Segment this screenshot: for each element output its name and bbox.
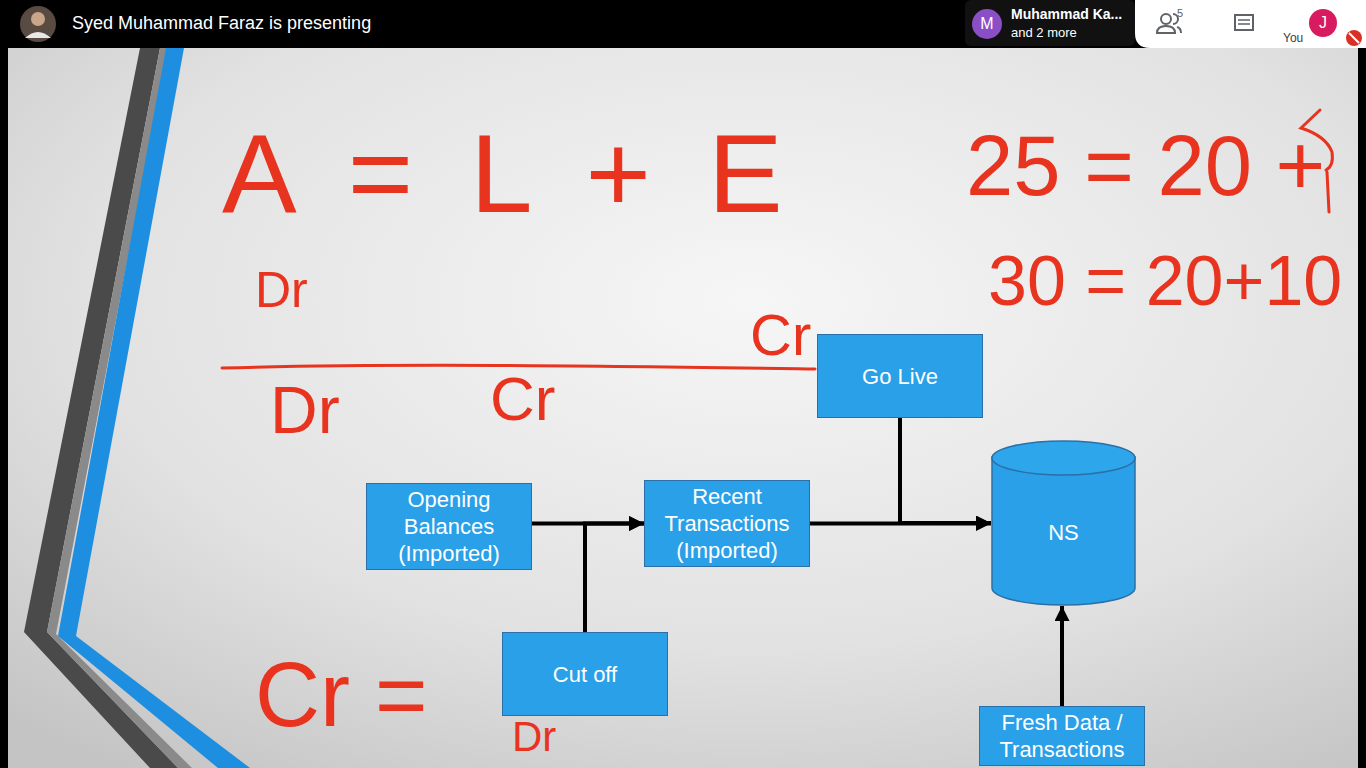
process-box: Cut off — [502, 632, 668, 716]
self-label: You — [1283, 32, 1303, 44]
cylinder-body — [992, 457, 1135, 605]
process-box: Recent Transactions (Imported) — [644, 480, 810, 567]
participant-pill — [965, 0, 1135, 46]
flow-arrow — [585, 524, 644, 633]
participant-name: Muhammad Ka... — [1011, 7, 1122, 21]
participant-avatar — [972, 9, 1002, 39]
participant-count: 5 — [1177, 8, 1183, 19]
box-label: Fresh Data / Transactions — [986, 709, 1138, 763]
milestone-box: Go Live — [817, 334, 983, 418]
presenter-avatar — [31, 12, 45, 26]
handwritten-note: Dr — [512, 716, 556, 758]
presenter-avatar — [20, 6, 56, 42]
box-label: Cut off — [553, 661, 617, 688]
avatar-letter: J — [1319, 15, 1327, 31]
handwritten-note: Dr — [270, 377, 340, 443]
people-icon — [1157, 26, 1175, 33]
people-icon — [1161, 14, 1171, 24]
slide-stripe — [58, 48, 250, 768]
database-cylinder: NS — [991, 440, 1136, 606]
flow-arrow — [1060, 606, 1064, 706]
self-avatar — [1309, 9, 1337, 37]
box-label: Recent Transactions (Imported) — [651, 483, 803, 564]
handwritten-note: Cr — [750, 306, 811, 364]
handwritten-equation: Cr = — [255, 650, 428, 740]
presenter-avatar — [25, 32, 51, 38]
flow-arrow — [900, 418, 991, 523]
slide-ground — [8, 48, 1358, 768]
input-box: Fresh Data / Transactions — [979, 706, 1145, 766]
chat-icon — [1238, 20, 1250, 24]
cylinder-top — [992, 441, 1135, 475]
box-label: Opening Balances (Imported) — [373, 486, 525, 567]
process-box: Opening Balances (Imported) — [366, 483, 532, 570]
chat-icon — [1235, 15, 1253, 30]
handwritten-equation: 30 = 20+10 — [988, 246, 1342, 316]
handwritten-equation: A = L + E — [222, 118, 796, 230]
avatar-letter: M — [980, 16, 993, 32]
control-panel — [1135, 0, 1366, 48]
handwritten-note: Cr — [490, 368, 555, 430]
mic-off-badge — [1349, 33, 1359, 43]
slide-stripe — [47, 48, 192, 768]
participant-more: and 2 more — [1011, 26, 1077, 39]
handwritten-equation: 25 = 20 + — [966, 123, 1325, 208]
box-label: Go Live — [862, 363, 938, 390]
mic-off-badge — [1346, 30, 1362, 46]
handwritten-note: Dr — [255, 265, 308, 315]
presenter-status: Syed Muhammad Faraz is presenting — [72, 14, 371, 32]
box-label: NS — [1048, 519, 1079, 546]
